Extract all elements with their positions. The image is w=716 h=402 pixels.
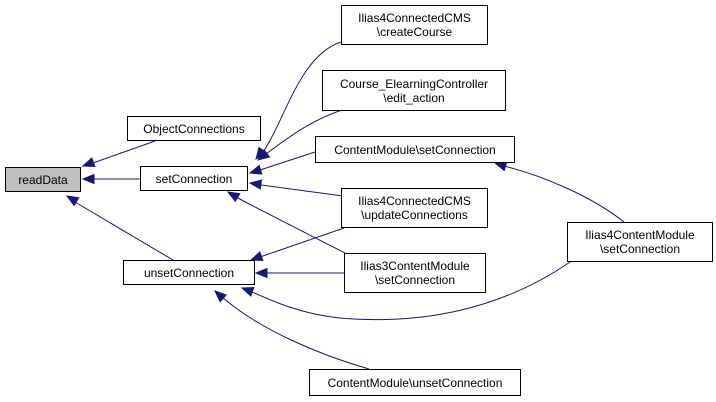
arrowhead-icon — [65, 195, 80, 207]
edge-Ilias3ContentModule_setConnection-to-setConnection — [235, 196, 346, 254]
edge-Ilias4ContentModule_setConnection-to-unsetConnection — [249, 261, 571, 321]
arrowhead-icon — [81, 173, 95, 185]
node-Ilias4ContentModule_setConnection[interactable]: Ilias4ContentModule \setConnection — [567, 222, 713, 262]
edge-Ilias4ConnectedCMS_createCourse-to-setConnection — [262, 41, 342, 153]
node-Course_ElearningController_edit_action[interactable]: Course_ElearningController \edit_action — [322, 70, 506, 111]
node-readData[interactable]: readData — [5, 167, 81, 192]
arrowhead-icon — [240, 287, 255, 297]
edge-Ilias4ContentModule_setConnection-to-ContentModule_setConnection — [503, 165, 625, 223]
edge-Ilias4ConnectedCMS_updateConnections-to-setConnection — [260, 184, 344, 197]
node-Ilias4ConnectedCMS_updateConnections[interactable]: Ilias4ConnectedCMS \updateConnections — [341, 188, 488, 228]
arrowhead-icon — [493, 161, 508, 172]
edge-Ilias4ConnectedCMS_updateConnections-to-unsetConnection — [259, 227, 345, 258]
node-ContentModule_setConnection[interactable]: ContentModule\setConnection — [315, 136, 515, 163]
edge-ObjectConnections-to-readData — [92, 140, 156, 164]
node-setConnection[interactable]: setConnection — [140, 166, 248, 191]
node-ObjectConnections[interactable]: ObjectConnections — [127, 116, 261, 141]
arrowhead-icon — [226, 191, 241, 203]
arrowhead-icon — [81, 157, 96, 167]
arrowhead-icon — [214, 290, 228, 303]
node-Ilias4ConnectedCMS_createCourse[interactable]: Ilias4ConnectedCMS \createCourse — [341, 5, 488, 45]
node-Ilias3ContentModule_setConnection[interactable]: Ilias3ContentModule \setConnection — [344, 253, 486, 293]
edge-Course_ElearningController_edit_action-to-setConnection — [265, 108, 346, 155]
arrowhead-icon — [248, 179, 263, 190]
node-unsetConnection[interactable]: unsetConnection — [123, 260, 255, 285]
edge-unsetConnection-to-readData — [74, 201, 174, 261]
edge-ContentModule_unsetConnection-to-unsetConnection — [221, 296, 370, 370]
arrowhead-icon — [249, 251, 264, 261]
node-ContentModule_unsetConnection[interactable]: ContentModule\unsetConnection — [309, 369, 521, 396]
arrowhead-icon — [254, 267, 268, 279]
edge-ContentModule_setConnection-to-setConnection — [259, 151, 316, 171]
arrowhead-icon — [248, 164, 263, 175]
arrowhead-icon — [256, 148, 271, 161]
